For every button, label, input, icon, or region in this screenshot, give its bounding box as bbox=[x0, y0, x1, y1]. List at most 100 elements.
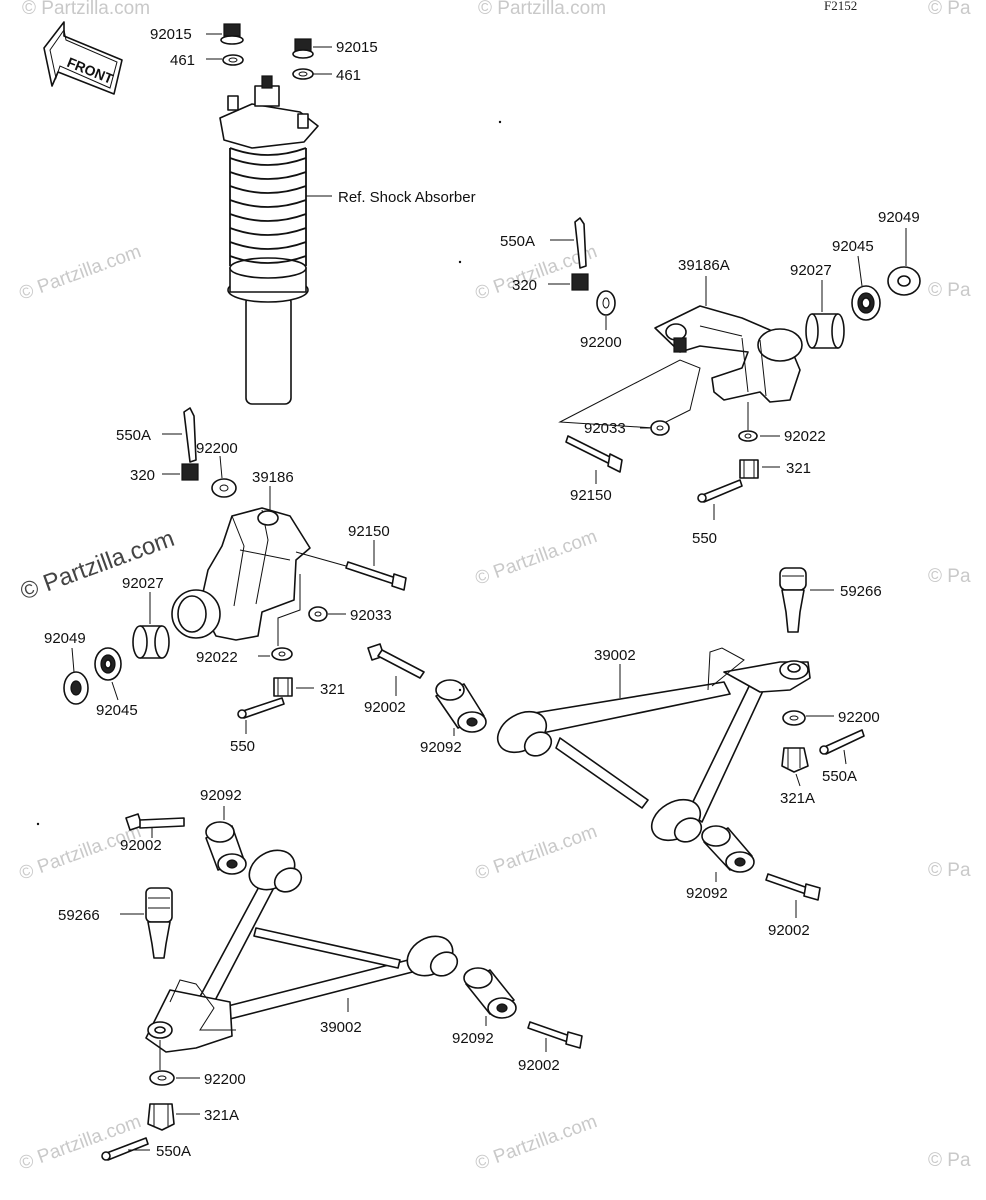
nut-321A-left-icon bbox=[147, 1103, 175, 1131]
watermark-2: © Partzilla.com bbox=[478, 0, 606, 19]
nut-321-left-icon bbox=[273, 677, 293, 697]
nut-321A-right-icon bbox=[781, 747, 809, 773]
watermark-13: © Partzilla.com bbox=[473, 1111, 600, 1175]
bushing-92092-d-icon bbox=[463, 967, 517, 1019]
cotter-pin-550A-left-icon bbox=[183, 407, 197, 463]
label-92015-right: 92015 bbox=[336, 39, 378, 56]
washer-92200-arm-left-icon bbox=[149, 1070, 175, 1086]
label-92015-left: 92015 bbox=[150, 26, 192, 43]
bolt-92002-a-icon bbox=[367, 643, 425, 679]
label-92022-right: 92022 bbox=[784, 428, 826, 445]
diagram-code: F2152 bbox=[824, 0, 857, 13]
bearing-92045-left-icon bbox=[94, 647, 122, 681]
watermark-11: © Pa bbox=[928, 860, 971, 881]
label-92002-a: 92002 bbox=[364, 699, 406, 716]
collar-92027-left-icon bbox=[132, 625, 170, 659]
a-arm-39002-upper bbox=[496, 647, 811, 843]
label-92092-c: 92092 bbox=[200, 787, 242, 804]
label-321-left: 321 bbox=[320, 681, 345, 698]
label-550A-arm-left: 550A bbox=[156, 1143, 191, 1160]
label-92200-left: 92200 bbox=[196, 440, 238, 457]
label-92027-left: 92027 bbox=[122, 575, 164, 592]
cotter-pin-550-left-icon bbox=[237, 697, 285, 719]
label-92027-right: 92027 bbox=[790, 262, 832, 279]
seal-92049-left-icon bbox=[63, 671, 89, 705]
bolt-92002-d-icon bbox=[527, 1021, 583, 1049]
nut-320-right-icon bbox=[571, 273, 589, 291]
label-92045-right: 92045 bbox=[832, 238, 874, 255]
bushing-92092-a-icon bbox=[435, 679, 487, 733]
label-92022-left: 92022 bbox=[196, 649, 238, 666]
watermark-4: © Partzilla.com bbox=[17, 241, 144, 305]
label-92150-right: 92150 bbox=[570, 487, 612, 504]
label-92049-left: 92049 bbox=[44, 630, 86, 647]
label-39002-upper: 39002 bbox=[594, 647, 636, 664]
cotter-pin-550A-arm-right-icon bbox=[819, 729, 865, 755]
washer-92033-right-icon bbox=[650, 420, 670, 436]
label-39186: 39186 bbox=[252, 469, 294, 486]
label-550-right: 550 bbox=[692, 530, 717, 547]
label-461-left: 461 bbox=[170, 52, 195, 69]
washer-92200-right-icon bbox=[596, 290, 616, 316]
washer-92200-left-icon bbox=[211, 478, 237, 498]
label-550A-left: 550A bbox=[116, 427, 151, 444]
nut-92015-left-icon bbox=[220, 23, 244, 45]
label-550A-right: 550A bbox=[500, 233, 535, 250]
watermark-12: © Partzilla.com bbox=[17, 1111, 144, 1175]
label-550-left: 550 bbox=[230, 738, 255, 755]
label-461-right: 461 bbox=[336, 67, 361, 84]
label-39002-lower: 39002 bbox=[320, 1019, 362, 1036]
collar-92027-right-icon bbox=[805, 313, 845, 349]
washer-92033-left-icon bbox=[308, 606, 328, 622]
nut-92015-right-icon bbox=[292, 38, 314, 59]
washer-92022-right-icon bbox=[738, 430, 758, 442]
label-92033-left: 92033 bbox=[350, 607, 392, 624]
label-321-right: 321 bbox=[786, 460, 811, 477]
label-59266-left: 59266 bbox=[58, 907, 100, 924]
label-321A-left: 321A bbox=[204, 1107, 239, 1124]
bolt-92150-left-icon bbox=[345, 561, 407, 591]
bushing-92092-c-icon bbox=[205, 821, 247, 875]
washer-92022-left-icon bbox=[271, 647, 293, 661]
knuckle-39186 bbox=[171, 507, 311, 641]
washer-92200-arm-right-icon bbox=[782, 710, 806, 726]
label-320-right: 320 bbox=[512, 277, 537, 294]
nut-321-right-icon bbox=[739, 459, 759, 479]
watermark-1: © Partzilla.com bbox=[22, 0, 150, 19]
front-arrow-icon: FRONT bbox=[43, 21, 123, 95]
label-92200-arm-right: 92200 bbox=[838, 709, 880, 726]
label-92092-d: 92092 bbox=[452, 1030, 494, 1047]
label-320-left: 320 bbox=[130, 467, 155, 484]
label-92200-right: 92200 bbox=[580, 334, 622, 351]
label-92200-arm-left: 92200 bbox=[204, 1071, 246, 1088]
bushing-92092-b-icon bbox=[701, 825, 755, 873]
bolt-92150-right-icon bbox=[565, 435, 623, 473]
watermark-14: © Pa bbox=[928, 1150, 971, 1171]
label-shock-ref: Ref. Shock Absorber bbox=[338, 189, 476, 206]
label-92033-right: 92033 bbox=[584, 420, 626, 437]
label-92092-a: 92092 bbox=[420, 739, 462, 756]
label-59266-right: 59266 bbox=[840, 583, 882, 600]
watermark-7: © Partzilla.com bbox=[473, 526, 600, 590]
watermark-dark: © Partzilla.com bbox=[17, 525, 178, 606]
bolt-92002-b-icon bbox=[765, 873, 821, 901]
cotter-pin-550-right-icon bbox=[697, 479, 743, 503]
label-92002-c: 92002 bbox=[120, 837, 162, 854]
watermark-3: © Pa bbox=[928, 0, 971, 19]
label-92045-left: 92045 bbox=[96, 702, 138, 719]
watermark-10: © Partzilla.com bbox=[473, 821, 600, 885]
label-92002-b: 92002 bbox=[768, 922, 810, 939]
seal-92049-right-icon bbox=[887, 266, 921, 296]
label-92049-right: 92049 bbox=[878, 209, 920, 226]
label-39186A: 39186A bbox=[678, 257, 730, 274]
cotter-pin-550A-right-icon bbox=[574, 217, 587, 269]
knuckle-39186A bbox=[654, 305, 803, 403]
label-92002-d: 92002 bbox=[518, 1057, 560, 1074]
shock-absorber bbox=[219, 75, 332, 405]
nut-320-left-icon bbox=[181, 463, 199, 481]
label-321A-right: 321A bbox=[780, 790, 815, 807]
watermark-8: © Pa bbox=[928, 566, 971, 587]
label-92150-left: 92150 bbox=[348, 523, 390, 540]
label-550A-arm-right: 550A bbox=[822, 768, 857, 785]
